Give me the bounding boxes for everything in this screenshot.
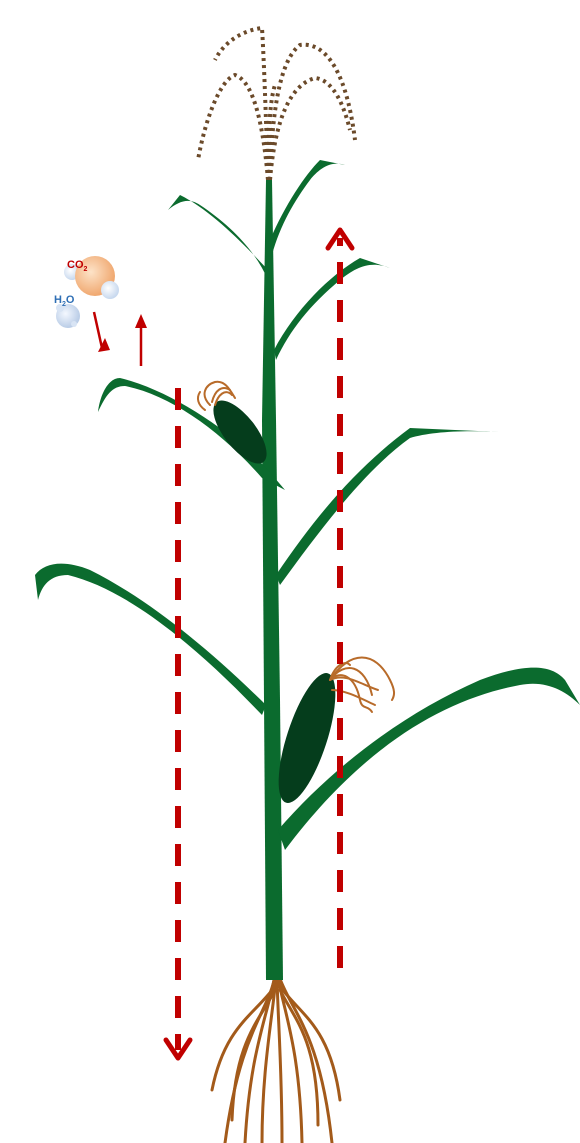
roots bbox=[212, 975, 340, 1143]
downward-dashed-arrow bbox=[166, 388, 190, 1058]
upward-dashed-arrow bbox=[328, 230, 352, 968]
h2o-arrow bbox=[135, 314, 147, 366]
co2-arrow bbox=[94, 312, 110, 352]
h2o-molecule: H2O bbox=[54, 294, 80, 328]
h2o-label: H2O bbox=[54, 294, 75, 308]
tassel bbox=[198, 28, 355, 180]
co2-molecule: CO2 bbox=[64, 256, 119, 299]
